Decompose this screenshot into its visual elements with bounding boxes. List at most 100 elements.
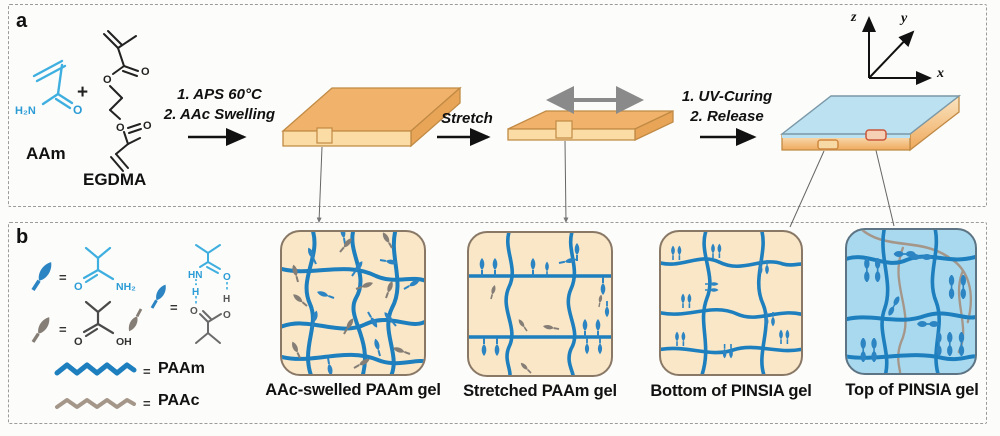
gel-network-2 [469,233,611,375]
aligned-network-chains [469,233,611,375]
sample-region-marker [316,127,333,144]
axis-y-label: y [901,11,908,26]
panel-a-label: a [16,10,28,32]
amide-flag-icon [478,257,486,277]
amide-flag-icon [597,337,603,356]
step1-line1: 1. APS 60°C [177,86,262,103]
hbond-pair-icon [863,257,871,283]
aam-structure: H₂N O [15,59,82,117]
o-atom-label: O [141,66,150,78]
paac-label: PAAc [158,392,200,409]
o-atom-label: O [116,122,125,134]
hn-atom-label: HN [188,270,202,281]
amide-duo-icon [671,246,681,260]
step1-line2: 2. AAc Swelling [163,106,276,123]
h-atom-label: H [223,294,230,305]
amide-flag-icon [529,257,537,277]
gel-caption-4: Top of PINSIA gel [845,381,979,399]
hbond-pair-icon [870,337,878,363]
equals-sign: = [143,364,151,379]
o-atom-label: O [74,281,83,293]
connector-lines [316,140,895,228]
aac-flag-icon [391,344,412,358]
o-atom-label: O [223,310,231,321]
egdma-name: EGDMA [83,170,147,189]
amide-flag-icon [594,318,602,338]
amide-duo-icon [779,330,789,344]
gel-panel-aac-swelled [280,230,426,376]
h-atom-label: H [192,287,199,298]
amide-duo-icon [681,294,691,308]
hbond-flag-icon [126,284,168,332]
gel-network-1 [282,232,424,374]
aac-flag-icon [596,293,604,308]
aac-flag-icon [541,323,561,332]
pinsia-bilayer-slab [779,94,962,152]
hbond-pair-icon [874,257,882,283]
amide-duo-icon [675,332,685,346]
hbond-pair-icon [946,331,954,357]
stretched-gel-slab [507,109,674,142]
axis-z-label: z [851,10,857,25]
panel-b-box [8,222,987,424]
amide-flag-icon [493,337,501,357]
paam-label: PAAm [158,360,205,377]
gel-panel-bottom-pinsia [659,230,803,376]
step3-line1: 1. UV-Curing [681,88,773,105]
axis-x-label: x [937,66,944,81]
paam-chain-icon [54,362,137,376]
amide-flag-icon [544,260,550,277]
panel-b-label: b [16,226,29,248]
hbond-pair-icon [859,337,867,363]
hbond-pairs [859,250,967,363]
aac-flag-icon [382,279,396,300]
plus-sign: + [77,82,89,103]
sample-region-marker [555,120,573,139]
hbond-pair-icon [959,274,967,300]
o-atom-label: O [223,272,231,283]
amide-duo-icon [705,282,719,291]
hbond-complex-structure: HN O H O H O [188,244,231,344]
aac-flag-icon [351,355,372,372]
equals-sign: = [59,322,67,337]
o-atom-label: O [103,74,112,86]
amide-flag-icon [27,257,57,295]
paac-chain-icon [55,398,136,409]
gel-caption-1: AAc-swelled PAAm gel [265,381,441,399]
coordinate-axes [862,16,932,85]
paam-network-chains [661,232,801,374]
stretch-label: Stretch [441,110,493,127]
amide-flag-icon [324,356,335,374]
top-layer-marker [865,129,887,141]
aac-flag-icon [488,283,498,301]
o-atom-label: O [73,103,82,117]
step3-line2: 2. Release [690,108,764,125]
paam-gel-slab [281,86,462,148]
aac-flag-icon [290,263,302,284]
amide-flag-icon [315,288,336,302]
paam-network-chains [847,230,975,373]
equals-sign: = [143,396,151,411]
hbond-pair-icon [947,274,956,300]
amide-flag-icon [604,300,610,319]
amide-flag-icon [491,257,499,277]
o-atom-label: O [143,120,152,132]
gel-caption-3: Bottom of PINSIA gel [650,382,812,400]
hbond-pair-icon [957,331,966,357]
nh2-atom-label: NH₂ [116,281,136,293]
equals-sign: = [59,270,67,285]
aac-flag-icon [516,317,530,333]
side-group-flags [478,242,610,375]
amide-duo-icon [711,244,721,258]
amide-flag-icon [573,242,581,262]
gel-caption-2: Stretched PAAm gel [463,382,617,400]
aac-flag-icon [518,360,534,375]
oh-atom-label: OH [116,336,132,348]
gel-network-3 [661,232,801,374]
amide-flag-icon [372,337,384,358]
gel-panel-stretched [467,231,613,377]
aam-name: AAm [26,144,66,163]
o-atom-label: O [74,336,83,348]
acid-flag-icon [28,313,55,346]
